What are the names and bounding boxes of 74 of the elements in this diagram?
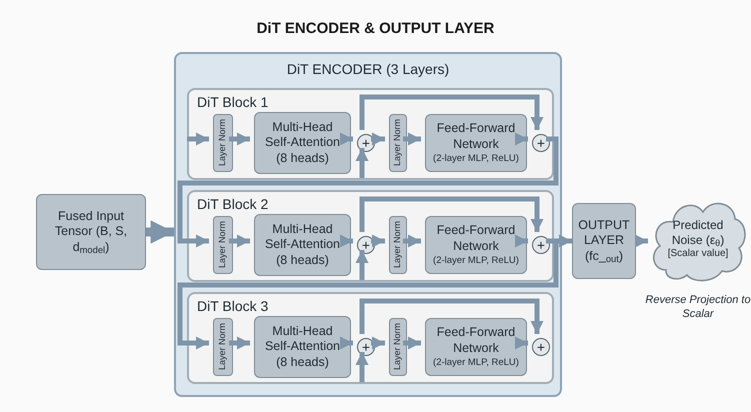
plus-sign: + xyxy=(362,136,370,150)
norm-box xyxy=(389,114,407,172)
box-sublabel: (2-layer MLP, ReLU) xyxy=(433,152,519,165)
box-label: Multi-Head Self-Attention (8 heads) xyxy=(264,120,342,166)
norm-box xyxy=(213,114,233,172)
box-sublabel: (2-layer MLP, ReLU) xyxy=(433,356,519,369)
arrow xyxy=(360,94,544,130)
process-box xyxy=(254,112,351,174)
norm-label: Layer Norm xyxy=(216,323,228,370)
encoder-panel xyxy=(174,52,562,397)
arrow xyxy=(403,336,421,350)
arrow xyxy=(515,132,528,146)
arrow xyxy=(356,352,368,382)
norm-label: Layer Norm xyxy=(216,221,228,268)
arrow xyxy=(340,234,353,248)
arrow xyxy=(635,234,648,248)
block-panel xyxy=(187,190,554,282)
box-sublabel: (2-layer MLP, ReLU) xyxy=(433,254,519,267)
norm-box xyxy=(389,318,407,376)
box-label: Multi-Head Self-Attention (8 heads) xyxy=(264,324,342,370)
norm-label: Layer Norm xyxy=(391,323,404,370)
arrow xyxy=(229,234,250,248)
arrow xyxy=(340,336,353,350)
arrow xyxy=(515,234,528,248)
process-box xyxy=(36,194,146,270)
block-title: DiT Block 1 xyxy=(197,94,268,110)
arrow xyxy=(360,196,544,232)
block-title: DiT Block 3 xyxy=(197,298,268,314)
box-label: OUTPUT LAYER (fc_$_{out}$) xyxy=(577,218,631,264)
plus-sign: + xyxy=(362,238,370,252)
arrow xyxy=(229,132,250,146)
norm-label: Layer Norm xyxy=(391,221,404,268)
cloud-label: Predicted Noise (ε$_{θ}$) xyxy=(670,218,726,248)
norm-box xyxy=(213,318,233,376)
plus-sign: + xyxy=(536,238,546,252)
arrow xyxy=(340,132,353,146)
box-label: Feed-Forward Network xyxy=(436,121,516,153)
norm-label: Layer Norm xyxy=(391,119,404,166)
arrow xyxy=(403,234,421,248)
arrow xyxy=(146,220,174,244)
process-box xyxy=(254,316,351,378)
process-box xyxy=(425,216,527,274)
box-label: Feed-Forward Network xyxy=(436,223,516,255)
norm-box xyxy=(213,216,233,274)
norm-label: Layer Norm xyxy=(216,119,228,166)
panel-title: DiT ENCODER (3 Layers) xyxy=(286,60,450,79)
arrow xyxy=(356,250,368,280)
process-box xyxy=(254,214,351,276)
plus-sign: + xyxy=(536,136,546,150)
arrow xyxy=(360,298,544,334)
diagram-title: DiT ENCODER & OUTPUT LAYER xyxy=(256,19,494,39)
norm-box xyxy=(389,216,407,274)
process-box xyxy=(425,114,527,172)
plus-sign: + xyxy=(362,340,370,354)
arrow xyxy=(515,336,528,350)
block-title: DiT Block 2 xyxy=(197,196,268,212)
arrow xyxy=(187,132,209,146)
box-label: Feed-Forward Network xyxy=(436,325,516,357)
arrow xyxy=(371,132,385,146)
arrow xyxy=(178,136,558,248)
plus-sign: + xyxy=(536,340,546,354)
caption-text: Reverse Projection to Scalar xyxy=(644,294,751,322)
cloud-sublabel: [Scalar value] xyxy=(668,248,728,260)
process-box xyxy=(425,318,527,376)
arrow xyxy=(403,132,421,146)
arrow xyxy=(229,336,250,350)
box-label: Fused Input Tensor (B, S, d$_{model}$) xyxy=(54,208,128,256)
block-panel xyxy=(187,88,554,180)
arrow xyxy=(371,336,385,350)
process-box xyxy=(572,203,636,279)
arrow xyxy=(371,234,385,248)
block-panel xyxy=(187,292,554,384)
arrow xyxy=(356,148,368,178)
box-label: Multi-Head Self-Attention (8 heads) xyxy=(264,222,342,268)
